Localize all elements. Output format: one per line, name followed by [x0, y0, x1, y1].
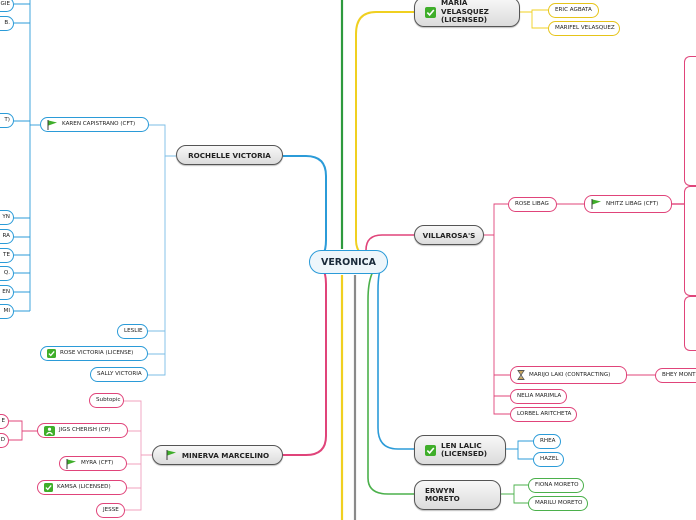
check-icon [47, 349, 56, 358]
person-icon [44, 425, 55, 436]
branch-rochelle[interactable]: ROCHELLE VICTORIA [176, 145, 283, 165]
topic-nhitz[interactable]: NHITZ LIBAG (CFT) [584, 195, 672, 213]
topic-lorbel[interactable]: LORBEL ARITCHETA [510, 407, 577, 422]
topic-rhea[interactable]: RHEA [533, 434, 561, 449]
cutoff-topic-label: GIE [0, 1, 10, 7]
topic-rose-victoria-label: ROSE VICTORIA (LICENSE) [60, 350, 134, 356]
topic-marifel-label: MARIFEL VELASQUEZ [555, 25, 615, 31]
cutoff-topic-label: E [1, 418, 5, 424]
hourglass-icon [517, 370, 525, 380]
topic-jigs[interactable]: JIGS CHERISH (CP) [37, 423, 128, 438]
topic-jesse[interactable]: JESSE [96, 503, 125, 518]
branch-erwyn[interactable]: ERWYN MORETO [414, 480, 501, 510]
cutoff-topic[interactable]: TE [0, 248, 14, 263]
topic-lorbel-label: LORBEL ARITCHETA [517, 411, 572, 417]
branch-rochelle-label: ROCHELLE VICTORIA [188, 150, 271, 160]
topic-hazel[interactable]: HAZEL [533, 452, 564, 467]
topic-eric[interactable]: ERIC AGBATA [548, 3, 599, 18]
nhitz-children-group [684, 56, 696, 186]
cutoff-topic-label: YN [2, 214, 10, 220]
cutoff-topic-label: Q. [3, 270, 10, 276]
topic-rose-victoria[interactable]: ROSE VICTORIA (LICENSE) [40, 346, 148, 361]
topic-nelia[interactable]: NELIA MARIMLA [510, 389, 567, 404]
topic-karen[interactable]: KAREN CAPISTRANO (CFT) [40, 117, 149, 132]
topic-kamsa[interactable]: KAMSA (LICENSED) [37, 480, 127, 495]
flag-icon [166, 450, 177, 460]
branch-villarosa[interactable]: VILLAROSA'S [414, 225, 484, 245]
topic-marilu-label: MARILU MORETO [535, 500, 583, 506]
topic-leslie[interactable]: LESLIE [117, 324, 148, 339]
branch-len[interactable]: LEN LALIC (LICENSED) [414, 435, 506, 465]
cutoff-topic[interactable]: YN [0, 210, 14, 225]
topic-nelia-label: NELIA MARIMLA [517, 393, 562, 399]
check-icon [425, 6, 436, 18]
topic-subtopic[interactable]: Subtopic [89, 393, 124, 408]
topic-leslie-label: LESLIE [124, 328, 143, 334]
topic-karen-label: KAREN CAPISTRANO (CFT) [62, 121, 136, 127]
cutoff-topic-label: T) [4, 117, 10, 123]
flag-icon [66, 458, 77, 469]
branch-len-label: LEN LALIC (LICENSED) [441, 440, 488, 458]
cutoff-topic[interactable]: B. [0, 16, 14, 31]
topic-marijo-label: MARIJO LAKI (CONTRACTING) [529, 371, 611, 378]
cutoff-topic[interactable]: Q. [0, 266, 14, 281]
cutoff-topic[interactable]: RA [0, 229, 14, 244]
topic-rhea-label: RHEA [540, 438, 556, 444]
topic-subtopic-label: Subtopic [96, 397, 121, 403]
topic-fiona-label: FIONA MORETO [535, 482, 579, 488]
nhitz-children-group-lower [684, 186, 696, 296]
cutoff-topic-label: TE [3, 252, 10, 258]
topic-jesse-label: JESSE [103, 507, 119, 513]
topic-myra-label: MYRA (CFT) [81, 460, 114, 466]
branch-minerva-label: MINERVA MARCELINO [181, 450, 270, 460]
topic-bhey[interactable]: BHEY MONTO [655, 368, 696, 383]
flag-icon [591, 199, 602, 209]
central-topic-label: VERONICA [320, 256, 377, 268]
cutoff-topic-label: EN [2, 289, 10, 295]
topic-nhitz-label: NHITZ LIBAG (CFT) [606, 200, 659, 207]
topic-jigs-label: JIGS CHERISH (CP) [59, 427, 111, 433]
topic-eric-label: ERIC AGBATA [555, 7, 592, 13]
branch-villarosa-label: VILLAROSA'S [422, 230, 476, 240]
check-icon [44, 483, 53, 492]
topic-marijo[interactable]: MARIJO LAKI (CONTRACTING) [510, 366, 627, 384]
topic-bhey-label: BHEY MONTO [662, 372, 696, 378]
topic-rose-libag-label: ROSE LIBAG [515, 201, 549, 207]
topic-marifel[interactable]: MARIFEL VELASQUEZ [548, 21, 620, 36]
branch-erwyn-label: ERWYN MORETO [425, 485, 460, 503]
branch-minerva[interactable]: MINERVA MARCELINO [152, 445, 283, 465]
cutoff-topic-label: MI [3, 308, 10, 314]
topic-sally-label: SALLY VICTORIA [97, 371, 142, 377]
cutoff-topic-label: B. [4, 20, 10, 26]
cutoff-topic[interactable]: T) [0, 113, 14, 128]
cutoff-topic[interactable]: MI [0, 304, 14, 319]
topic-myra[interactable]: MYRA (CFT) [59, 456, 127, 471]
topic-sally[interactable]: SALLY VICTORIA [90, 367, 148, 382]
nhitz-children-group-bottom [684, 296, 696, 351]
flag-icon [47, 119, 58, 130]
topic-fiona[interactable]: FIONA MORETO [528, 478, 584, 493]
topic-rose-libag[interactable]: ROSE LIBAG [508, 197, 557, 212]
cutoff-topic-label: RA [2, 233, 11, 239]
check-icon [425, 444, 436, 456]
cutoff-topic[interactable]: EN [0, 285, 14, 300]
branch-maria-label: MARIA VELASQUEZ (LICENSED) [441, 0, 489, 25]
branch-maria[interactable]: MARIA VELASQUEZ (LICENSED) [414, 0, 520, 27]
cutoff-topic[interactable]: GIE [0, 0, 14, 12]
topic-kamsa-label: KAMSA (LICENSED) [57, 484, 111, 490]
central-topic[interactable]: VERONICA [309, 250, 388, 274]
topic-marilu[interactable]: MARILU MORETO [528, 496, 588, 511]
cutoff-topic-label: D [0, 437, 5, 443]
topic-hazel-label: HAZEL [540, 456, 559, 462]
